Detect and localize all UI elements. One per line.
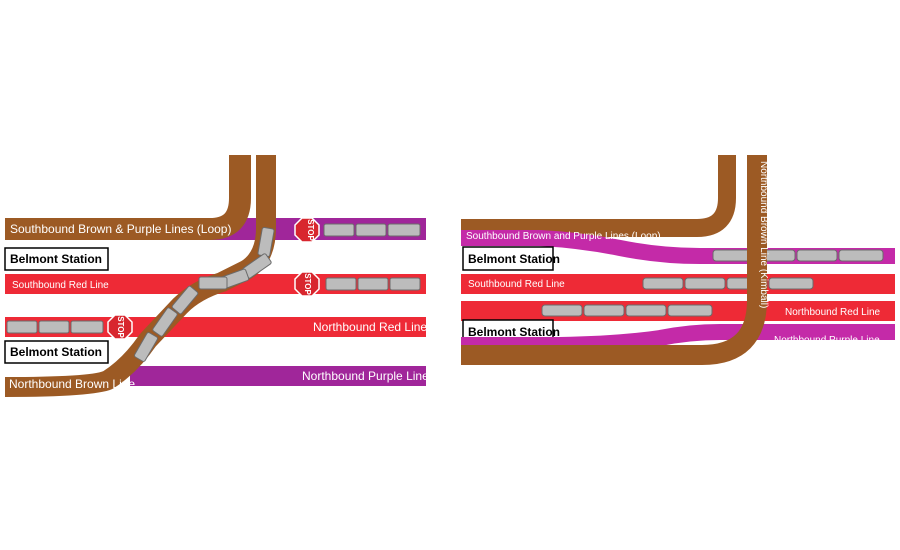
right-train-northbound-red xyxy=(541,304,713,317)
right-northbound-purple-label: Northbound Purple Line xyxy=(774,335,880,346)
left-train-on-curve xyxy=(134,226,275,362)
left-northbound-purple-label: Northbound Purple Line xyxy=(302,369,429,383)
right-station-box-top xyxy=(462,246,554,271)
left-northbound-brown-label: Northbound Brown Line xyxy=(9,377,135,391)
left-stop-sign-northbound-text: STOP xyxy=(116,316,125,338)
left-train-southbound-red xyxy=(325,277,421,291)
left-northbound-purple-band xyxy=(130,366,426,386)
left-station-label-top: Belmont Station xyxy=(10,252,102,266)
left-station-label-bottom: Belmont Station xyxy=(10,345,102,359)
left-stop-sign-purple-text: STOP xyxy=(306,219,315,241)
left-station-box-top xyxy=(4,247,109,271)
left-stop-sign-purple: STOP xyxy=(294,217,320,243)
left-station-box-bottom xyxy=(4,340,109,364)
left-panel-current-layout: Southbound Brown & Purple Lines (Loop) B… xyxy=(4,155,429,397)
left-southbound-brown-purple-label: Southbound Brown & Purple Lines (Loop) xyxy=(10,222,231,236)
left-southbound-red-label: Southbound Red Line xyxy=(12,280,109,291)
right-northbound-purple-band xyxy=(461,324,895,353)
right-train-southbound-purple xyxy=(712,249,884,262)
left-stop-sign-red: STOP xyxy=(294,271,320,297)
right-southbound-purple-band xyxy=(461,230,895,264)
right-panel-flyover-layout: Southbound Brown and Purple Lines (Loop)… xyxy=(461,155,895,365)
right-southbound-brown-purple-label: Southbound Brown and Purple Lines (Loop) xyxy=(466,231,661,242)
right-brown-flyover xyxy=(461,155,767,365)
left-brown-curve-top xyxy=(5,155,251,240)
left-train-northbound-red xyxy=(6,320,104,334)
right-northbound-brown-vertical-label: Northbound Brown Line (Kimball) xyxy=(758,161,769,308)
left-stop-sign-northbound: STOP xyxy=(107,314,133,340)
left-stop-sign-red-text: STOP xyxy=(303,273,312,295)
right-station-label-bottom: Belmont Station xyxy=(468,325,560,339)
right-northbound-red-label: Northbound Red Line xyxy=(785,307,881,318)
right-southbound-red-label: Southbound Red Line xyxy=(468,279,565,290)
right-station-label-top: Belmont Station xyxy=(468,252,560,266)
left-train-southbound-purple xyxy=(323,223,421,237)
left-northbound-red-label: Northbound Red Line xyxy=(313,320,427,334)
right-brown-curve-top xyxy=(461,155,736,237)
right-train-southbound-red xyxy=(642,277,814,290)
